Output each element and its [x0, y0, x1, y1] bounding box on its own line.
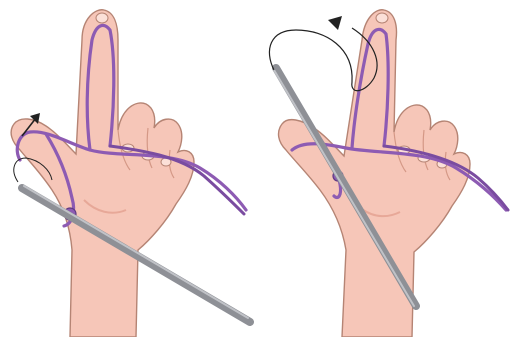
direction-arrow-head-icon	[328, 16, 342, 30]
hand-illustration-left	[0, 0, 256, 337]
hand-palm	[11, 10, 194, 337]
hand-palm	[279, 10, 470, 337]
illustration-panel-left	[0, 0, 256, 337]
illustration-panel-right	[256, 0, 512, 337]
fingernail	[376, 13, 388, 23]
hand-illustration-right	[256, 0, 512, 337]
fingernail	[96, 13, 108, 23]
